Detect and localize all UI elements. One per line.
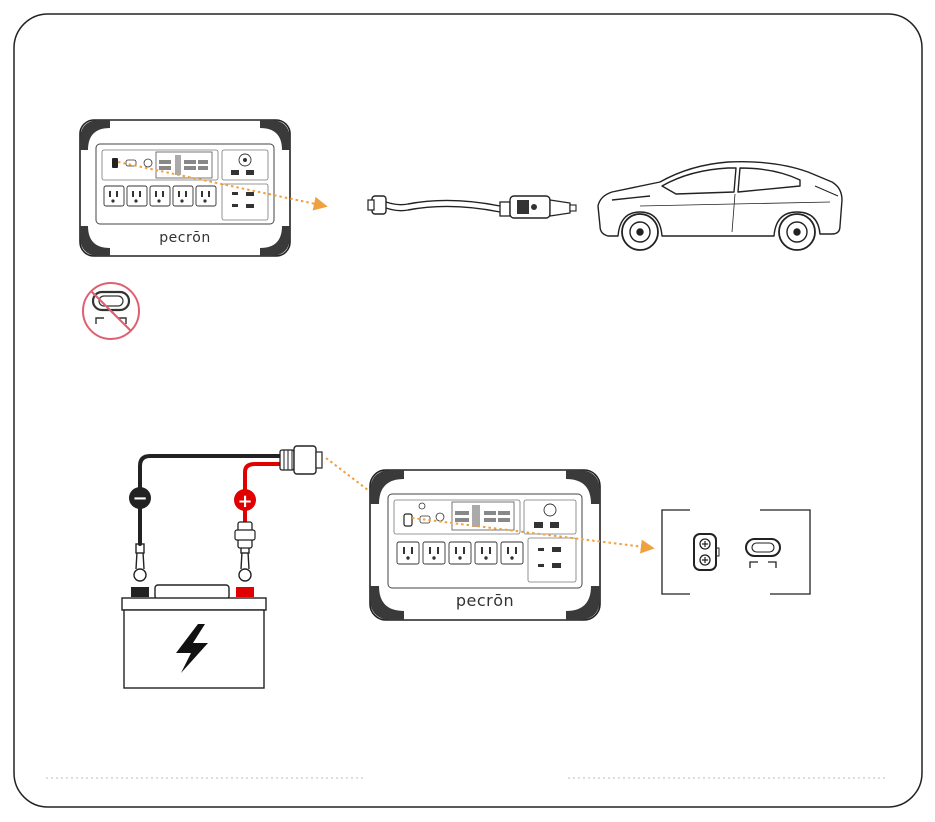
inline-fuse bbox=[235, 522, 255, 548]
brand-logo-bottom: pecrōn bbox=[456, 591, 514, 610]
power-station-top: pecrōn bbox=[80, 120, 290, 256]
car-charger-cable bbox=[368, 196, 576, 218]
anderson-connector-plug bbox=[280, 446, 322, 474]
car-port-icon bbox=[746, 539, 780, 568]
car-battery bbox=[122, 585, 266, 688]
power-station-bottom: pecrōn bbox=[370, 470, 600, 620]
negative-polarity-badge: − bbox=[129, 487, 151, 509]
svg-text:+: + bbox=[237, 491, 252, 512]
positive-polarity-badge: + bbox=[234, 489, 256, 512]
negative-terminal-clip bbox=[134, 544, 146, 581]
brand-logo-top: pecrōn bbox=[159, 230, 210, 246]
svg-text:−: − bbox=[132, 488, 147, 509]
port-callout bbox=[662, 510, 810, 594]
no-car-port-icon bbox=[83, 283, 139, 339]
negative-cable bbox=[140, 456, 282, 544]
dc-5521-port-top bbox=[112, 158, 118, 168]
positive-terminal-clip bbox=[239, 544, 251, 581]
anderson-port-icon bbox=[694, 534, 719, 570]
suv-car bbox=[598, 162, 842, 250]
